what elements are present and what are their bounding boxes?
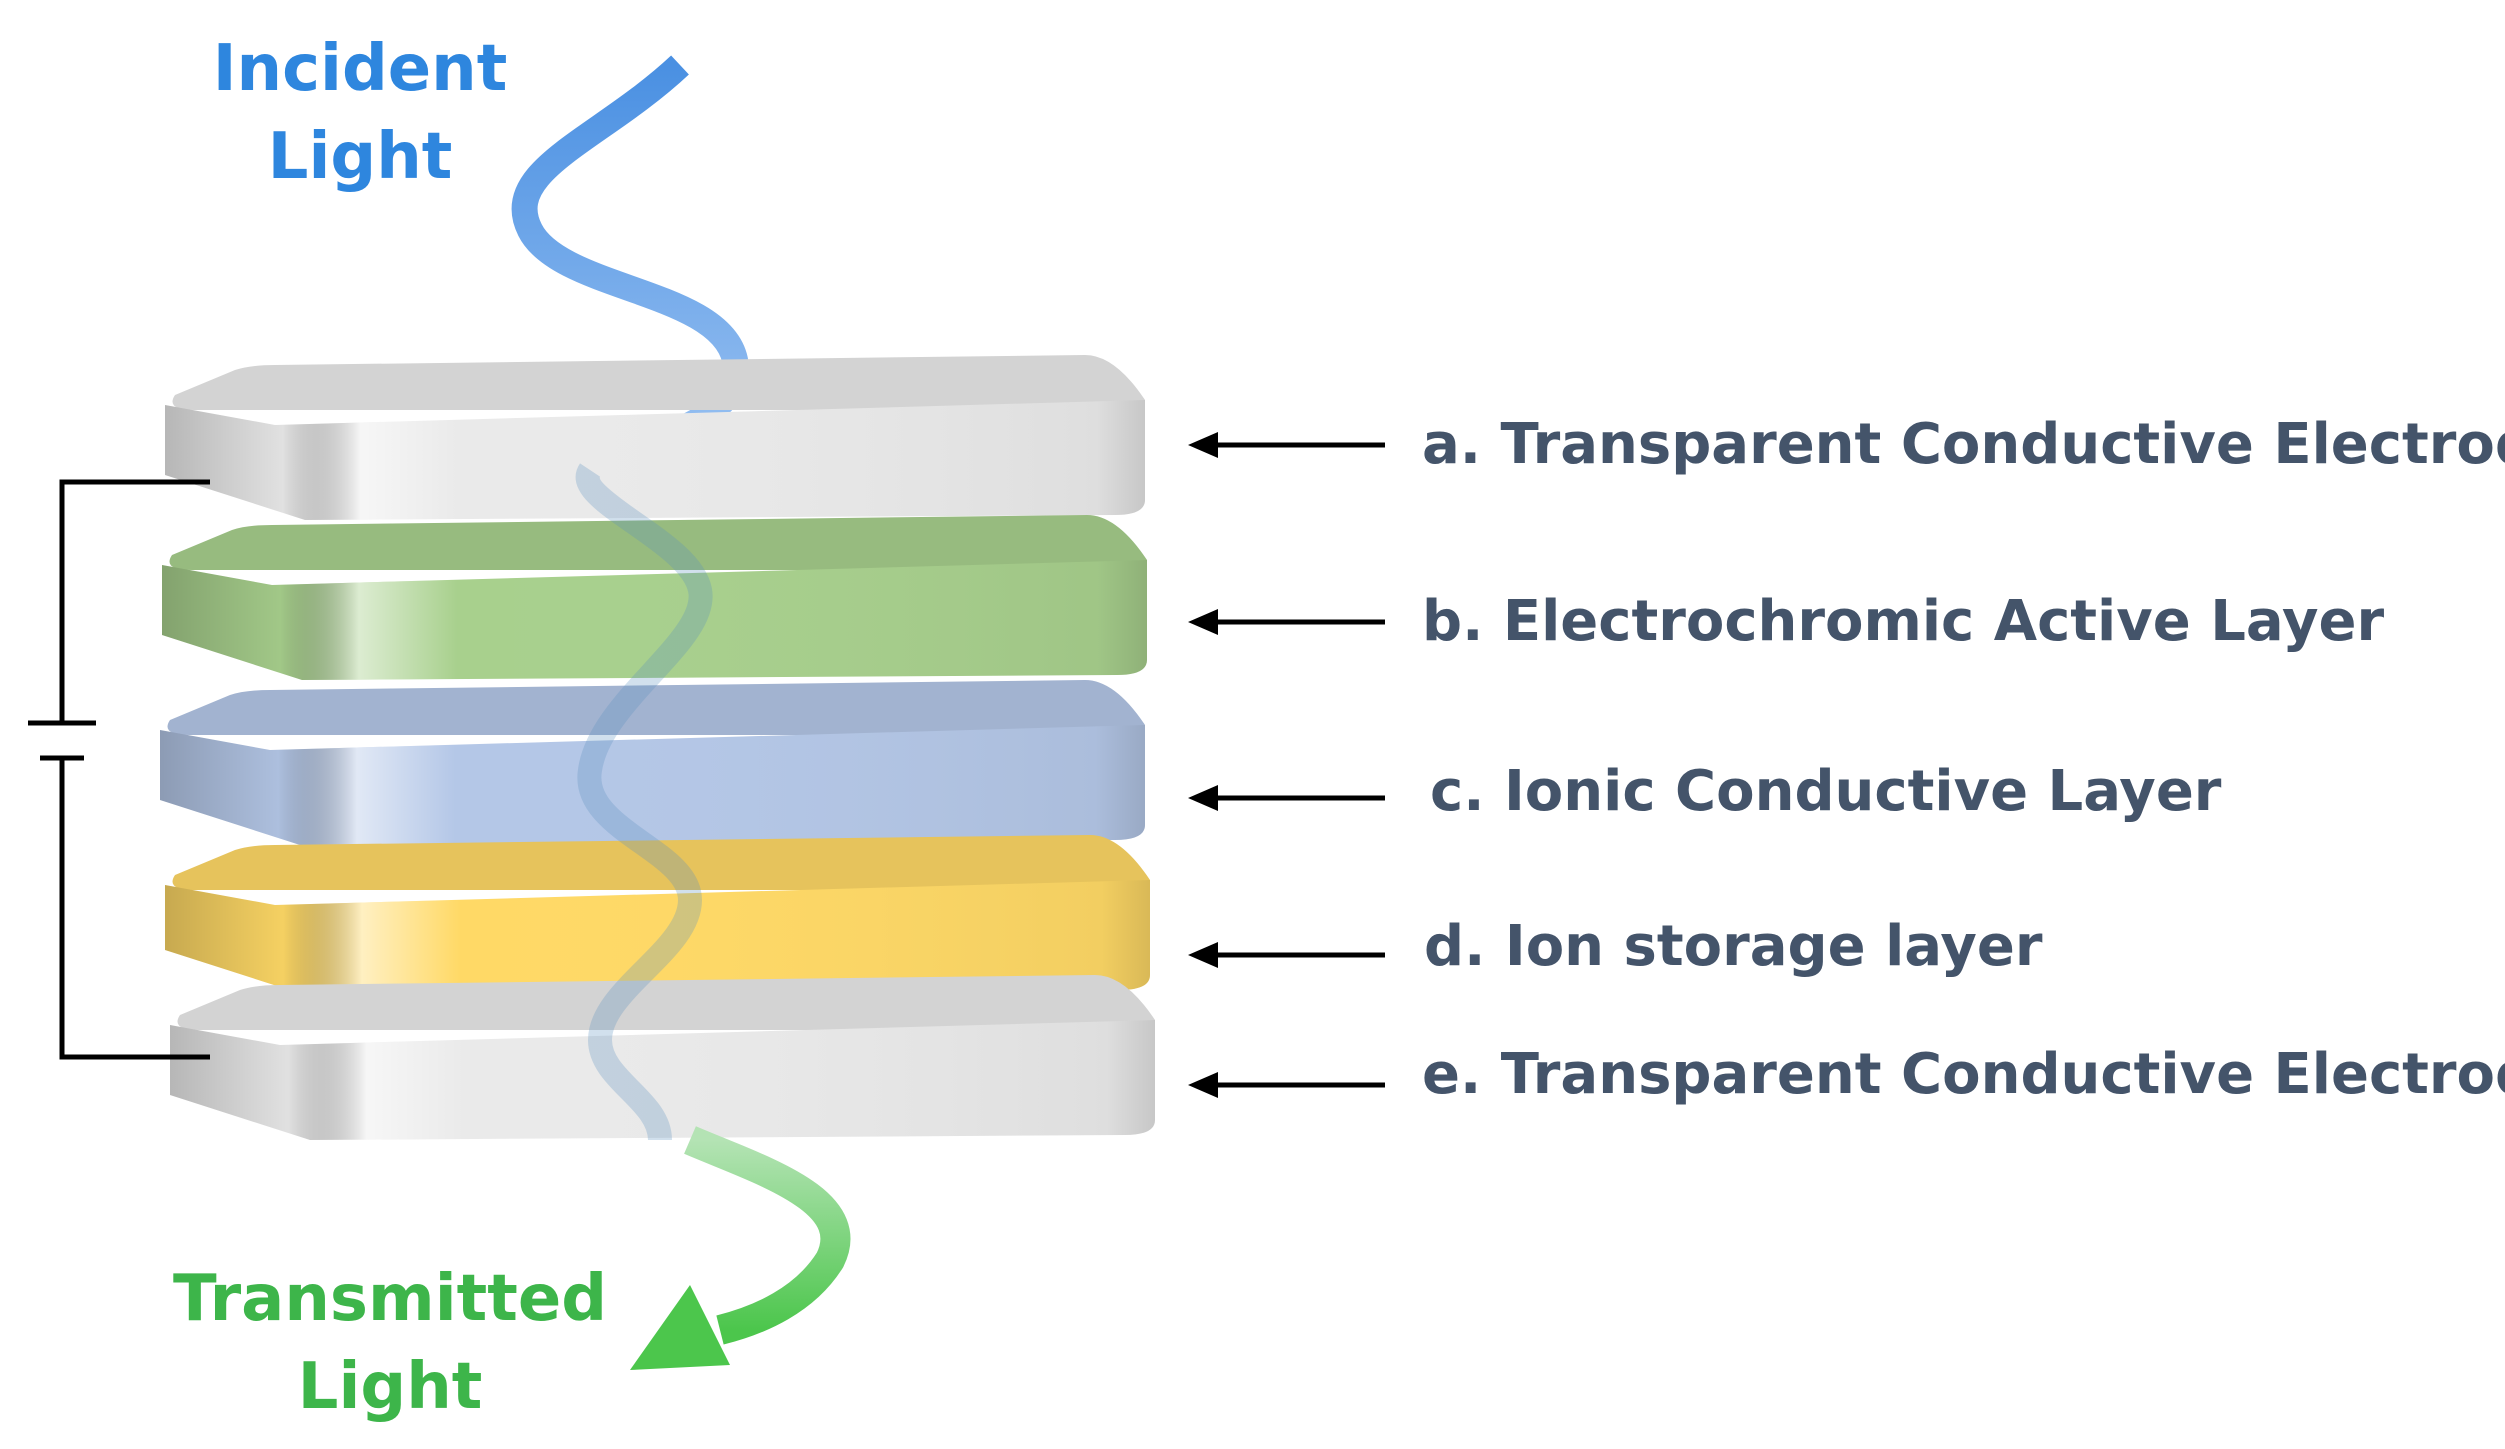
transmitted-light-title-line2: Light [298,1350,483,1424]
layer-slab-c [160,680,1145,845]
layer-top-face [172,355,1145,410]
layer-labels: a. Transparent Conductive Electrode b. E… [1188,412,2505,1107]
layer-slab-e [170,975,1155,1140]
layer-top-face [167,680,1145,735]
label-arrowhead-d [1188,942,1218,968]
layer-label-d: d. Ion storage layer [1424,914,2043,979]
layer-label-b: b. Electrochromic Active Layer [1422,589,2384,654]
layer-top-face [169,515,1147,570]
wave-through-layers [575,463,713,1142]
label-arrowhead-c [1188,785,1218,811]
layer-slab-a [165,355,1145,520]
transmitted-light-arrowhead [630,1285,730,1370]
label-arrowhead-b [1188,609,1218,635]
battery-circuit [28,479,210,1060]
layer-shading [165,880,1150,995]
transmitted-light-title: Transmitted [173,1262,607,1336]
layer-label-e: e. Transparent Conductive Electrode [1422,1042,2505,1107]
layer-shading [170,1020,1155,1140]
incident-light-title-line2: Light [268,120,453,194]
layer-slab-d [165,835,1150,995]
layer-top-face [177,975,1155,1030]
incident-light-title: Incident [213,32,508,106]
layer-stack [160,355,1155,1140]
label-arrowhead-a [1188,432,1218,458]
label-arrowhead-e [1188,1072,1218,1098]
layer-shading [165,400,1145,520]
layer-shading [160,725,1145,845]
layer-top-face [172,835,1150,890]
layer-label-a: a. Transparent Conductive Electrode [1422,412,2505,477]
layer-shading [162,560,1147,680]
transmitted-light-wave [684,1126,851,1345]
layer-slab-b [162,515,1147,680]
layer-label-c: c. Ionic Conductive Layer [1430,759,2222,824]
